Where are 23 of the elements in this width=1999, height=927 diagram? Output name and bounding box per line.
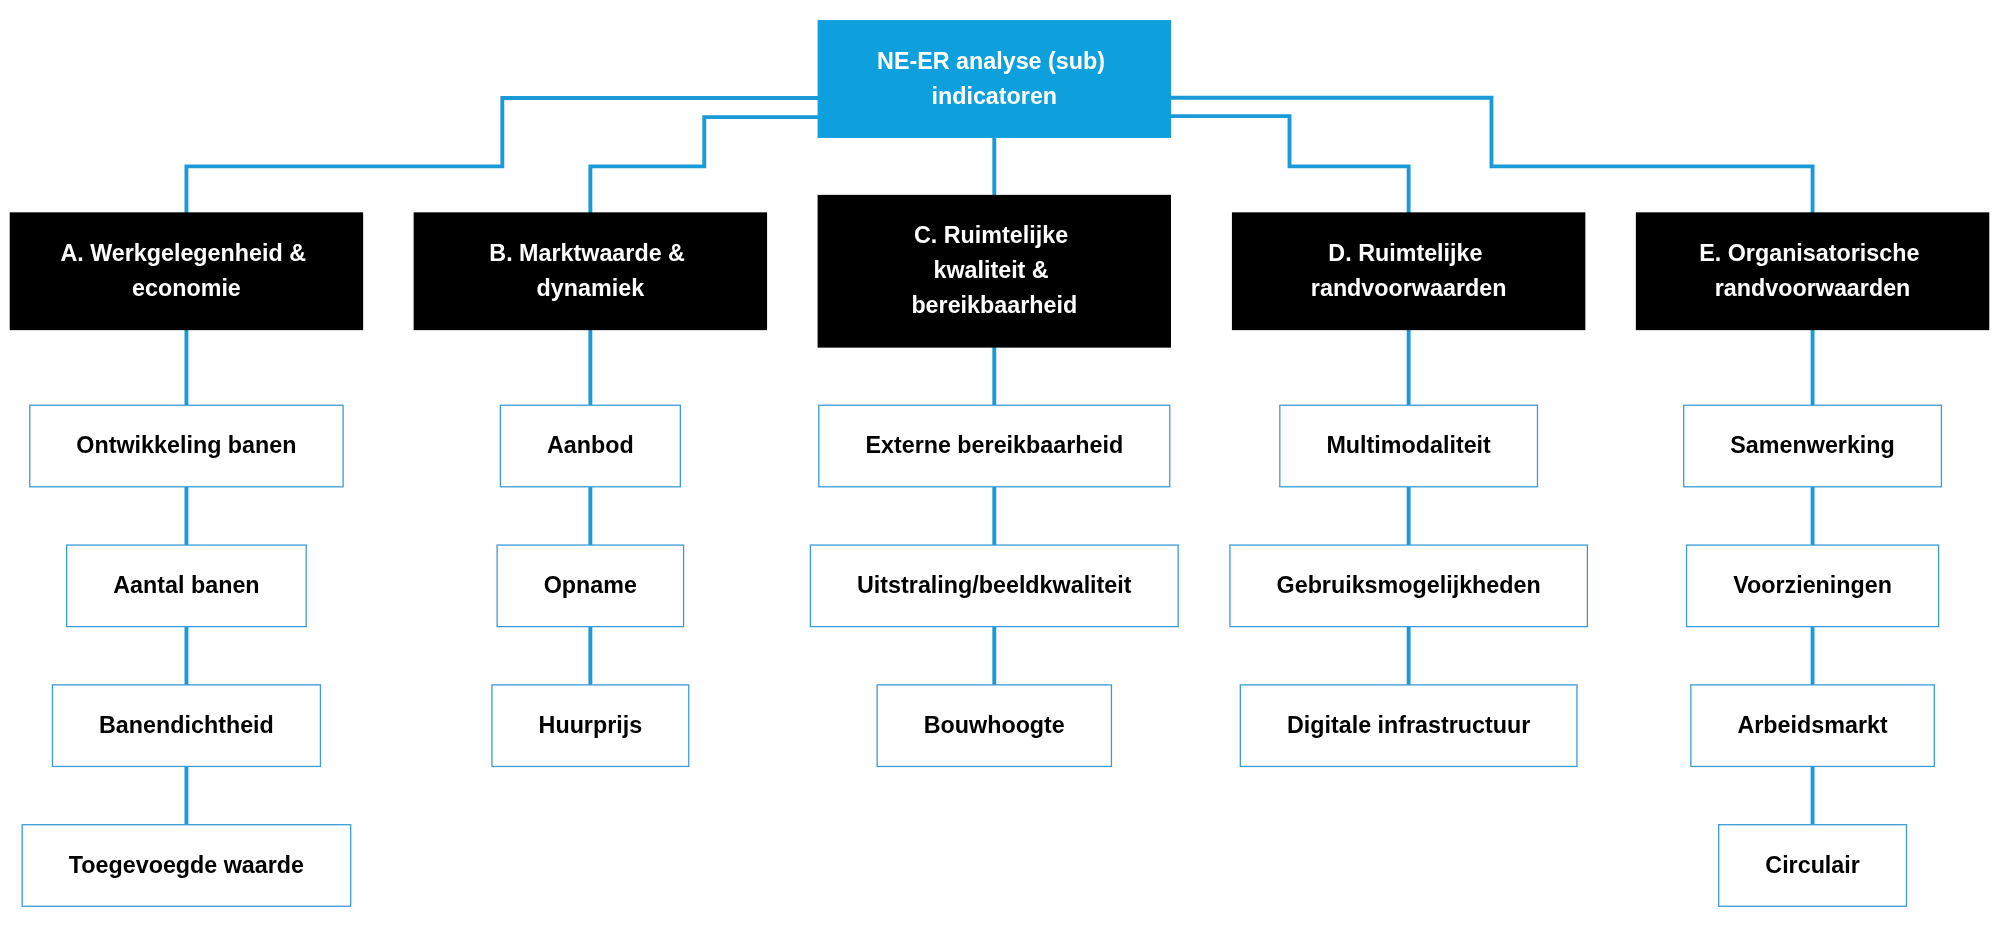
node-box: Aantal banen xyxy=(66,544,307,628)
node-box: Bouwhoogte xyxy=(876,684,1113,768)
node-box: Huurprijs xyxy=(491,684,690,768)
node-box: Gebruiksmogelijkheden xyxy=(1229,544,1588,628)
node-box: Aanbod xyxy=(499,404,681,488)
node-box: Toegevoegde waarde xyxy=(21,824,352,907)
node-box: B. Marktwaarde & dynamiek xyxy=(413,212,768,331)
node-box: Samenwerking xyxy=(1683,404,1943,488)
node-box: Circulair xyxy=(1718,824,1908,907)
node-box: Ontwikkeling banen xyxy=(29,404,344,488)
node-box: D. Ruimtelijke randvoorwaarden xyxy=(1231,212,1586,331)
node-box: Arbeidsmarkt xyxy=(1690,684,1935,768)
node-box: Voorzieningen xyxy=(1685,544,1940,628)
node-box: Banendichtheid xyxy=(51,684,322,768)
node-box: Uitstraling/beeldkwaliteit xyxy=(809,544,1179,628)
node-box: E. Organisatorische randvoorwaarden xyxy=(1635,212,1990,331)
node-box: Digitale infrastructuur xyxy=(1239,684,1578,768)
node-box: Multimodaliteit xyxy=(1279,404,1539,488)
node-box: A. Werkgelegenheid & economie xyxy=(9,212,364,331)
node-box: C. Ruimtelijke kwaliteit & bereikbaarheid xyxy=(817,194,1171,348)
node-box: Externe bereikbaarheid xyxy=(818,404,1171,488)
node-box: NE-ER analyse (sub) indicatoren xyxy=(817,20,1171,138)
node-box: Opname xyxy=(496,544,685,628)
